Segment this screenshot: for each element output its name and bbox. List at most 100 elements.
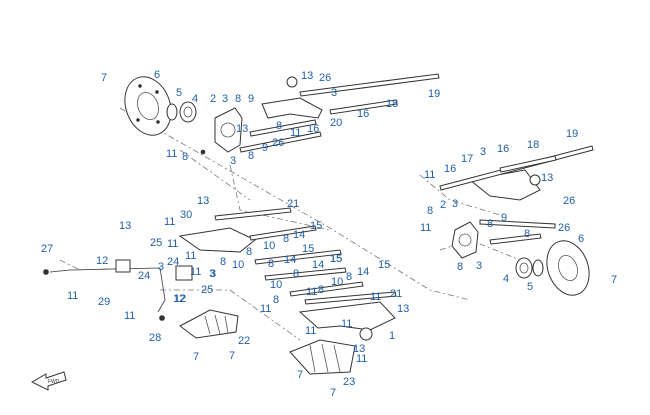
callout-16: 16: [357, 108, 370, 120]
callout-11: 11: [167, 238, 179, 250]
callout-11: 11: [190, 266, 202, 278]
callout-7: 7: [193, 351, 200, 363]
callout-3: 3: [331, 87, 338, 99]
callout-14: 14: [357, 266, 370, 278]
callout-5: 5: [176, 87, 183, 99]
callout-3: 3: [210, 268, 217, 280]
callout-13: 13: [397, 303, 410, 315]
callout-8: 8: [246, 246, 253, 258]
callout-26: 26: [563, 195, 576, 207]
callout-8: 8: [273, 294, 280, 306]
callout-8: 8: [220, 256, 227, 268]
callout-28: 28: [149, 332, 162, 344]
callout-24: 24: [138, 270, 151, 282]
assembly-guide-lines: [59, 107, 521, 341]
svg-text:FWD: FWD: [48, 379, 60, 385]
callout-10: 10: [263, 240, 276, 252]
long-bolts-right: [439, 145, 594, 245]
callout-18: 18: [386, 98, 399, 110]
callout-7: 7: [297, 369, 304, 381]
left-seal: [166, 103, 178, 121]
callout-8: 8: [293, 268, 300, 280]
callout-18: 18: [527, 139, 540, 151]
callout-11: 11: [420, 222, 432, 234]
callout-1: 1: [389, 330, 396, 342]
callout-7: 7: [229, 350, 236, 362]
front-direction-arrow-icon: FWD: [30, 371, 67, 391]
callout-15: 15: [378, 259, 391, 271]
callout-10: 10: [331, 276, 344, 288]
callout-13: 13: [301, 70, 314, 82]
callout-13: 13: [119, 220, 132, 232]
callout-11: 11: [164, 216, 176, 228]
callout-6: 6: [154, 69, 161, 81]
callout-11: 11: [290, 127, 302, 139]
bar-brackets: [43, 259, 193, 321]
callout-15: 15: [302, 243, 315, 255]
callout-17: 17: [461, 153, 474, 165]
callout-23: 23: [343, 376, 356, 388]
callout-21: 21: [390, 288, 403, 300]
callout-7: 7: [101, 72, 108, 84]
callout-4: 4: [503, 273, 510, 285]
callout-27: 27: [41, 243, 54, 255]
callout-11: 11: [370, 291, 382, 303]
callout-10: 10: [232, 259, 245, 271]
callout-8: 8: [283, 233, 290, 245]
callout-11: 11: [124, 310, 136, 322]
callout-5: 5: [527, 281, 534, 293]
skid-plate-left: [179, 309, 239, 339]
stabilizer-bar: [49, 267, 166, 313]
callout-8: 8: [182, 151, 189, 163]
callout-14: 14: [293, 229, 306, 241]
left-bearing: [179, 101, 197, 123]
callout-8: 8: [268, 258, 275, 270]
callout-11: 11: [356, 353, 368, 365]
callout-8: 8: [487, 218, 494, 230]
callout-6: 6: [578, 233, 585, 245]
right-seal: [532, 259, 544, 277]
callout-16: 16: [444, 163, 457, 175]
callout-16: 16: [497, 143, 510, 155]
callout-26: 26: [558, 222, 571, 234]
callout-8: 8: [248, 150, 255, 162]
callout-3: 3: [209, 268, 216, 280]
callout-11: 11: [306, 286, 318, 298]
callout-26: 26: [319, 72, 332, 84]
callout-22: 22: [238, 335, 251, 347]
center-long-bolts: [214, 207, 397, 305]
callout-8: 8: [346, 271, 353, 283]
callout-8: 8: [235, 93, 242, 105]
callout-3: 3: [452, 198, 459, 210]
long-bolts-left: [239, 73, 440, 153]
callout-9: 9: [248, 93, 255, 105]
callout-8: 8: [524, 228, 531, 240]
center-lower-arm: [298, 301, 396, 341]
callout-12: 12: [96, 255, 109, 267]
callout-11: 11: [67, 290, 79, 302]
callout-11: 11: [260, 303, 272, 315]
callout-2: 2: [440, 199, 447, 211]
callout-25: 25: [150, 237, 163, 249]
skid-plate-right: [289, 339, 356, 375]
callout-13: 13: [236, 123, 249, 135]
callout-11: 11: [424, 169, 436, 181]
callout-11: 11: [341, 318, 353, 330]
callout-7: 7: [330, 387, 337, 399]
callout-8: 8: [457, 261, 464, 273]
callout-11: 11: [305, 325, 317, 337]
callout-8: 8: [276, 120, 283, 132]
callout-9: 9: [262, 142, 269, 154]
callout-20: 20: [330, 117, 343, 129]
callout-26: 26: [272, 137, 285, 149]
callout-19: 19: [428, 88, 441, 100]
right-knuckle: [451, 221, 479, 259]
left-upper-arm: [261, 76, 323, 119]
callout-14: 14: [284, 254, 297, 266]
callout-29: 29: [98, 296, 111, 308]
callout-25: 25: [201, 284, 214, 296]
right-bearing: [515, 257, 533, 279]
callout-16: 16: [307, 123, 320, 135]
callout-8: 8: [427, 205, 434, 217]
